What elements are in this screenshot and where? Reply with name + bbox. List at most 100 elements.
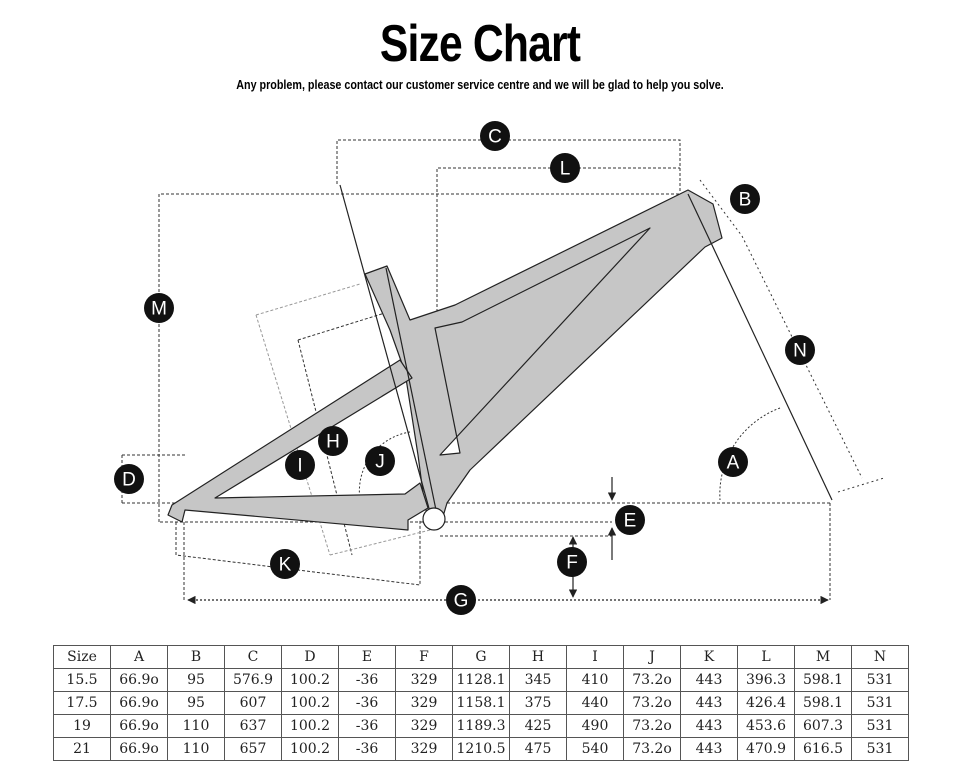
table-cell: 73.2o — [623, 737, 681, 761]
svg-text:J: J — [375, 452, 385, 473]
table-cell: 531 — [851, 737, 909, 761]
label-H-icon: H — [318, 426, 348, 456]
table-cell: 1189.3 — [452, 714, 510, 738]
table-cell: H — [509, 645, 567, 669]
svg-text:K: K — [279, 555, 292, 576]
svg-text:C: C — [488, 127, 502, 148]
table-cell: 1128.1 — [452, 668, 510, 692]
table-cell: 607.3 — [794, 714, 852, 738]
table-cell: 1158.1 — [452, 691, 510, 715]
table-cell: 375 — [509, 691, 567, 715]
table-cell: 443 — [680, 668, 738, 692]
table-cell: 100.2 — [281, 714, 339, 738]
table-cell: 100.2 — [281, 668, 339, 692]
svg-text:G: G — [454, 591, 469, 612]
table-cell: 329 — [395, 668, 453, 692]
table-cell: 576.9 — [224, 668, 282, 692]
table-cell: K — [680, 645, 738, 669]
table-cell: 66.9o — [110, 668, 168, 692]
table-cell: 110 — [167, 737, 225, 761]
bike-frame — [167, 184, 833, 531]
label-B-icon: B — [730, 184, 760, 214]
table-cell: 73.2o — [623, 668, 681, 692]
dimension-arrows — [187, 477, 829, 605]
table-cell: 17.5 — [53, 691, 111, 715]
label-N-icon: N — [785, 335, 815, 365]
svg-text:A: A — [727, 453, 740, 474]
table-cell: M — [794, 645, 852, 669]
table-cell: 95 — [167, 691, 225, 715]
table-cell: 443 — [680, 714, 738, 738]
page-title: Size Chart — [379, 15, 581, 73]
seat-tube — [385, 267, 437, 511]
table-cell: 15.5 — [53, 668, 111, 692]
table-cell: 66.9o — [110, 737, 168, 761]
label-A-icon: A — [718, 447, 748, 477]
label-J-icon: J — [365, 446, 395, 476]
table-cell: 21 — [53, 737, 111, 761]
svg-text:B: B — [739, 190, 752, 211]
svg-text:L: L — [560, 159, 571, 180]
table-cell: 607 — [224, 691, 282, 715]
table-cell: 440 — [566, 691, 624, 715]
table-cell: 345 — [509, 668, 567, 692]
label-F-icon: F — [557, 547, 587, 577]
table-cell: 657 — [224, 737, 282, 761]
table-cell: 425 — [509, 714, 567, 738]
label-D-icon: D — [114, 464, 144, 494]
table-cell: C — [224, 645, 282, 669]
table-cell: 531 — [851, 668, 909, 692]
table-cell: 531 — [851, 691, 909, 715]
table-cell: 453.6 — [737, 714, 795, 738]
table-cell: 426.4 — [737, 691, 795, 715]
label-G-icon: G — [446, 585, 476, 615]
table-cell: 531 — [851, 714, 909, 738]
frame-geometry-diagram: C L B M N H I J A D E F K G — [114, 121, 885, 615]
table-cell: 410 — [566, 668, 624, 692]
table-cell: 100.2 — [281, 737, 339, 761]
fork-axis — [687, 193, 833, 501]
table-cell: A — [110, 645, 168, 669]
table-cell: 598.1 — [794, 668, 852, 692]
svg-text:E: E — [624, 511, 637, 532]
table-cell: 66.9o — [110, 691, 168, 715]
steering-axis — [339, 184, 431, 513]
table-cell: D — [281, 645, 339, 669]
table-cell: 100.2 — [281, 691, 339, 715]
table-cell: -36 — [338, 668, 396, 692]
svg-text:F: F — [566, 553, 578, 574]
label-L-icon: L — [550, 153, 580, 183]
table-cell: F — [395, 645, 453, 669]
table-cell: J — [623, 645, 681, 669]
svg-text:D: D — [122, 470, 136, 491]
table-cell: 443 — [680, 691, 738, 715]
table-cell: G — [452, 645, 510, 669]
svg-text:I: I — [297, 456, 302, 477]
table-cell: N — [851, 645, 909, 669]
table-cell: 329 — [395, 691, 453, 715]
table-cell: -36 — [338, 691, 396, 715]
table-cell: 73.2o — [623, 714, 681, 738]
dimension-labels: C L B M N H I J A D E F K G — [114, 121, 815, 615]
table-cell: -36 — [338, 737, 396, 761]
label-M-icon: M — [144, 293, 174, 323]
label-K-icon: K — [270, 549, 300, 579]
table-cell: 110 — [167, 714, 225, 738]
label-E-icon: E — [615, 505, 645, 535]
bottom-bracket — [422, 507, 446, 531]
table-cell: L — [737, 645, 795, 669]
table-cell: 598.1 — [794, 691, 852, 715]
table-cell: 66.9o — [110, 714, 168, 738]
table-cell: 329 — [395, 714, 453, 738]
table-cell: 19 — [53, 714, 111, 738]
table-cell: -36 — [338, 714, 396, 738]
svg-text:N: N — [793, 341, 807, 362]
table-cell: 1210.5 — [452, 737, 510, 761]
